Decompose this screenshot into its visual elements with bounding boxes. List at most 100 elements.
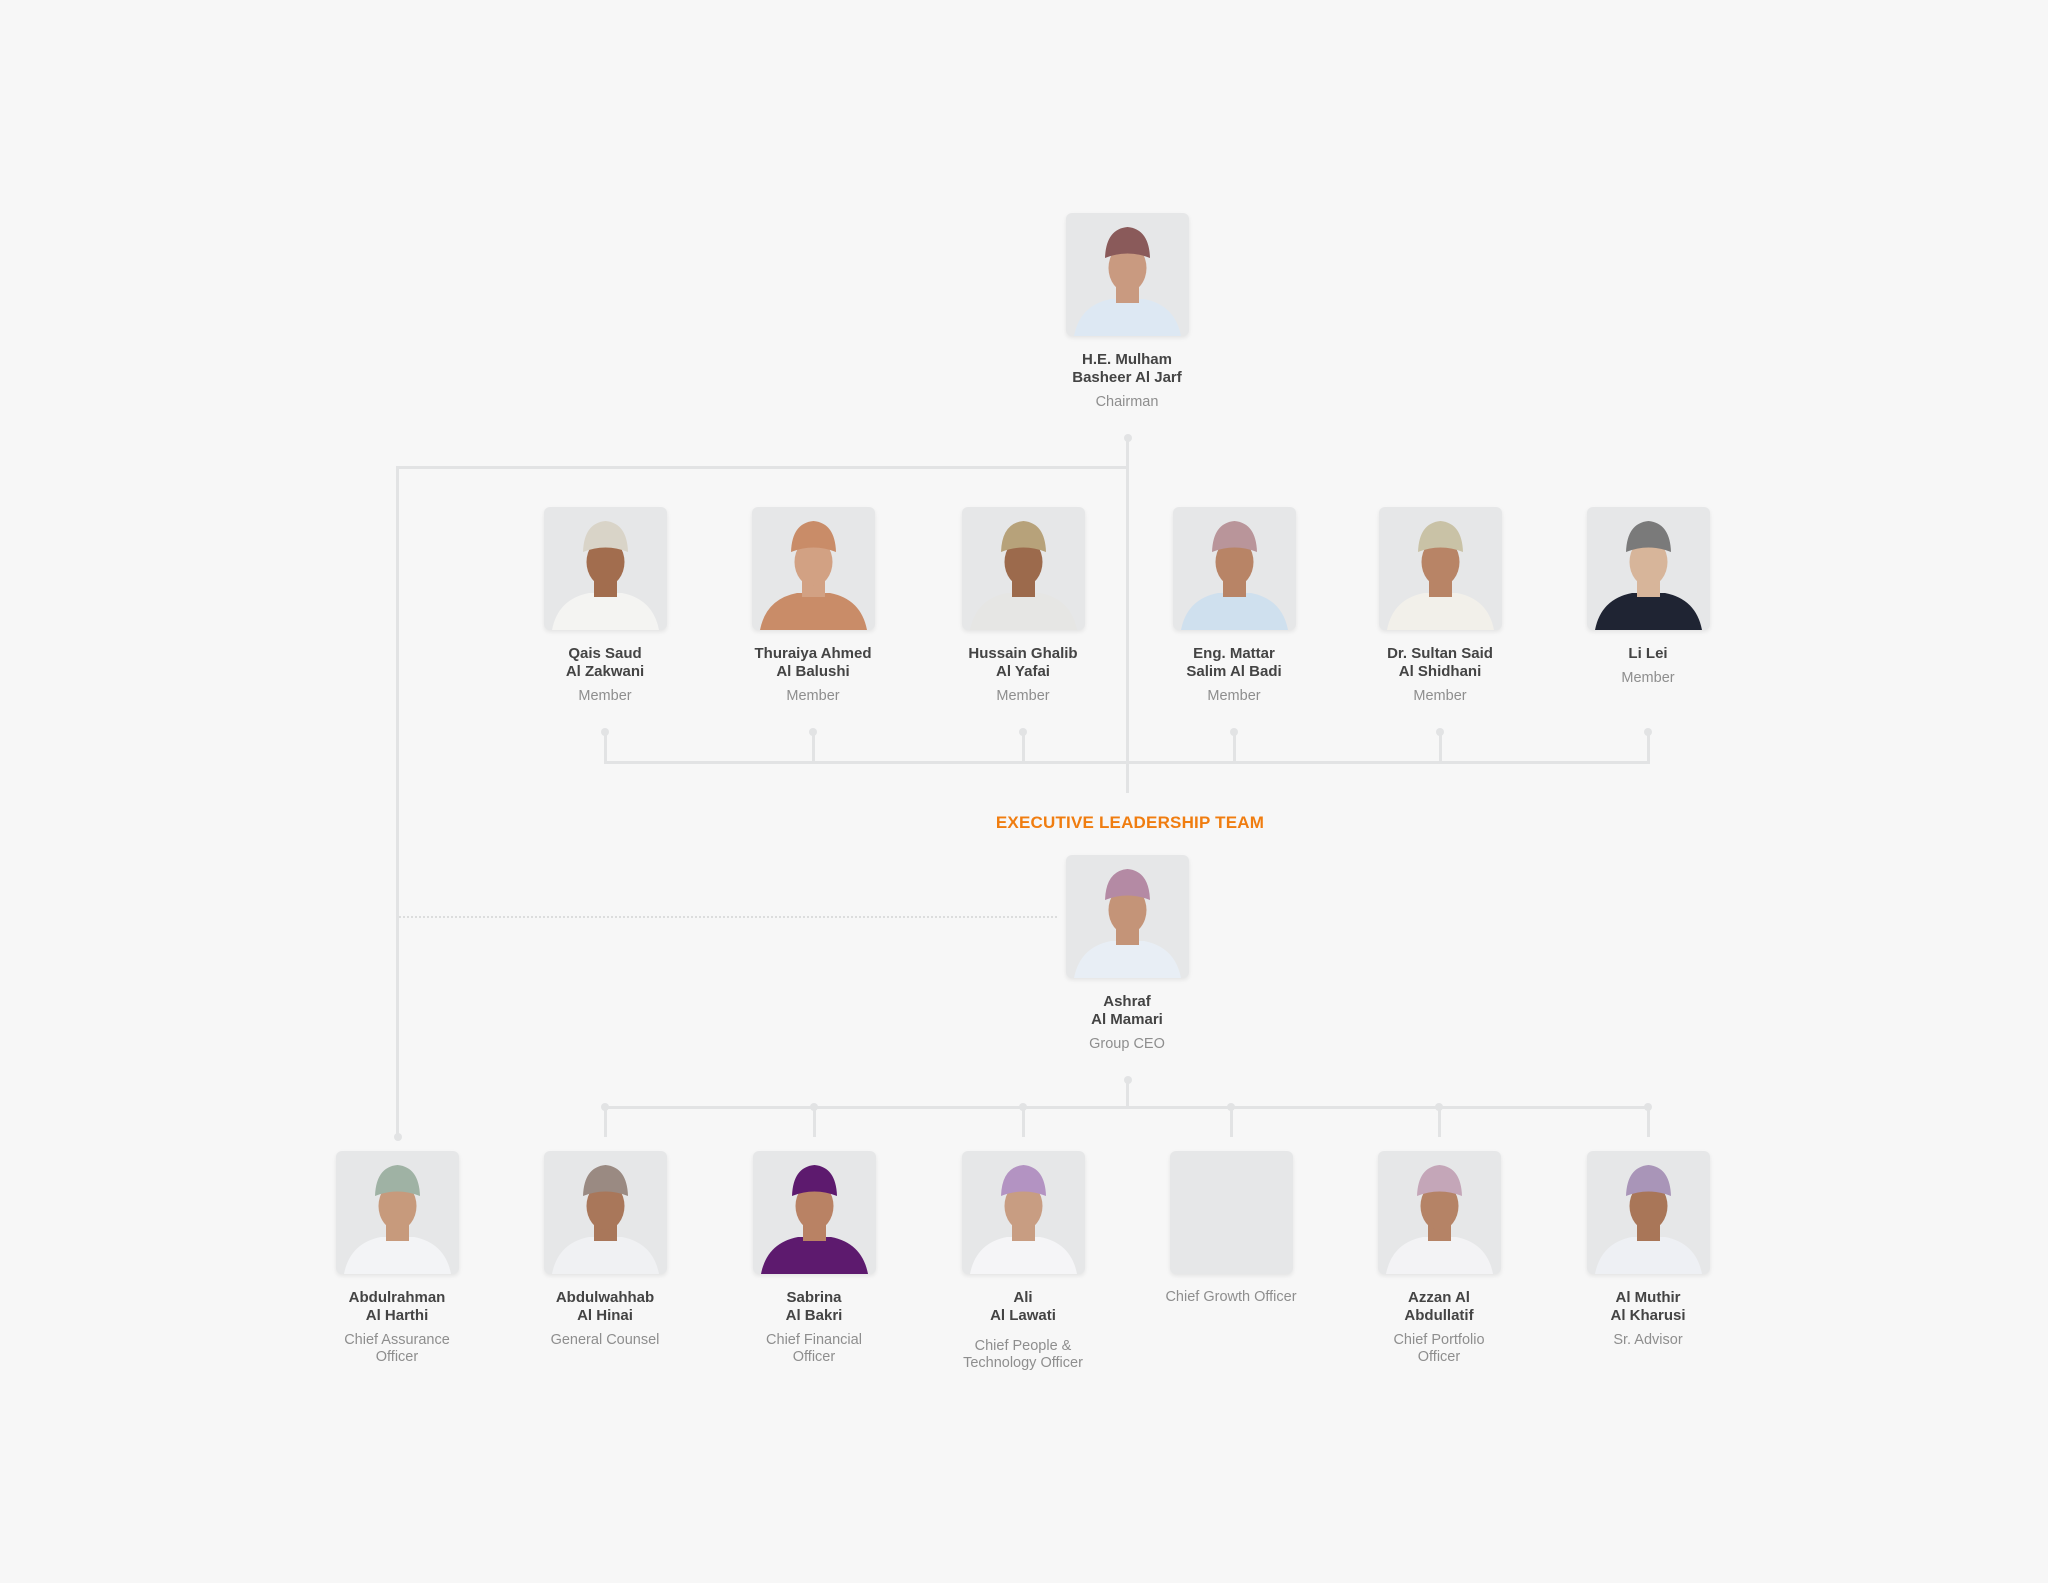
role-line: Officer	[792, 1349, 836, 1365]
name-line: Al Zakwani	[565, 663, 645, 680]
profile-photo[interactable]	[1169, 1151, 1293, 1274]
profile-photo[interactable]	[1586, 507, 1710, 630]
name-line: Abdulwahhab	[555, 1289, 655, 1306]
portrait-icon	[551, 521, 659, 630]
portrait-icon	[551, 1165, 659, 1274]
portrait-icon	[1594, 1165, 1702, 1274]
profile-photo[interactable]	[961, 507, 1085, 630]
executive-leadership-team-title: EXECUTIVE LEADERSHIP TEAM	[995, 813, 1265, 832]
name-line: Azzan Al	[1408, 1289, 1470, 1306]
name-line: Abdulrahman	[348, 1289, 446, 1306]
portrait-icon	[1385, 1165, 1493, 1274]
person-role: Chief Growth Officer	[1121, 1289, 1341, 1306]
portrait-icon	[969, 1165, 1077, 1274]
role-line: Officer	[375, 1349, 419, 1365]
profile-photo[interactable]	[1586, 1151, 1710, 1274]
connector-dot	[1435, 1103, 1443, 1111]
executives-horizontal-line	[604, 1106, 1650, 1109]
profile-photo[interactable]	[543, 507, 667, 630]
connector-dot	[1436, 728, 1444, 736]
connector-line	[1230, 1107, 1233, 1137]
connector-line	[604, 732, 607, 762]
profile-photo[interactable]	[335, 1151, 459, 1274]
profile-photo[interactable]	[1065, 855, 1189, 978]
profile-photo[interactable]	[961, 1151, 1085, 1274]
name-line: Abdullatif	[1404, 1307, 1474, 1324]
person-role: Member	[1207, 688, 1261, 704]
connector-line	[1233, 732, 1236, 762]
connector-line	[1022, 732, 1025, 762]
connector-dot	[1124, 1076, 1132, 1084]
profile-photo[interactable]	[1377, 1151, 1501, 1274]
person-role: Chairman	[1095, 394, 1159, 410]
role-line: Chief Portfolio	[1393, 1332, 1485, 1348]
person-role: Member	[1621, 670, 1675, 686]
connector-dot	[1124, 434, 1132, 442]
connector-dot	[1019, 1103, 1027, 1111]
profile-photo[interactable]	[1172, 507, 1296, 630]
name-line: Eng. Mattar	[1193, 645, 1275, 662]
connector-line	[1022, 1107, 1025, 1137]
portrait-icon	[1594, 521, 1702, 630]
profile-photo[interactable]	[1378, 507, 1502, 630]
portrait-icon	[759, 521, 867, 630]
connector-line	[813, 1107, 816, 1137]
name-line: Basheer Al Jarf	[1072, 369, 1182, 386]
profile-photo[interactable]	[752, 1151, 876, 1274]
profile-photo[interactable]	[1065, 213, 1189, 336]
name-line: Qais Saud	[568, 645, 642, 662]
executive-card[interactable]: Chief Growth Officer	[1121, 1151, 1341, 1306]
portrait-icon	[969, 521, 1077, 630]
name-line: Al Muthir	[1615, 1289, 1681, 1306]
person-role: Member	[996, 688, 1050, 704]
connector-line	[1647, 1107, 1650, 1137]
name-line: Al Hinai	[577, 1307, 633, 1324]
person-role: Chief People &Technology Officer	[913, 1338, 1133, 1372]
connector-dot	[601, 1103, 609, 1111]
connector-line	[812, 732, 815, 762]
person-role: Sr. Advisor	[1538, 1332, 1758, 1349]
name-line: H.E. Mulham	[1081, 351, 1172, 368]
name-line: Ali	[1013, 1289, 1033, 1306]
connector-dot	[810, 1103, 818, 1111]
connector-line	[1438, 1107, 1441, 1137]
portrait-icon	[1386, 521, 1494, 630]
person-role: Member	[578, 688, 632, 704]
ceo-stem-line	[1126, 1080, 1129, 1108]
connector-dot	[809, 728, 817, 736]
person-role: Group CEO	[1089, 1036, 1165, 1052]
profile-photo[interactable]	[751, 507, 875, 630]
role-line: Chief People &	[974, 1338, 1072, 1354]
name-line: Al Mamari	[1091, 1011, 1163, 1028]
name-line: Al Harthi	[365, 1307, 429, 1324]
board-to-assurance-line	[396, 466, 1129, 469]
profile-photo[interactable]	[543, 1151, 667, 1274]
portrait-icon	[343, 1165, 451, 1274]
portrait-icon	[760, 1165, 868, 1274]
portrait-icon	[1073, 869, 1181, 978]
